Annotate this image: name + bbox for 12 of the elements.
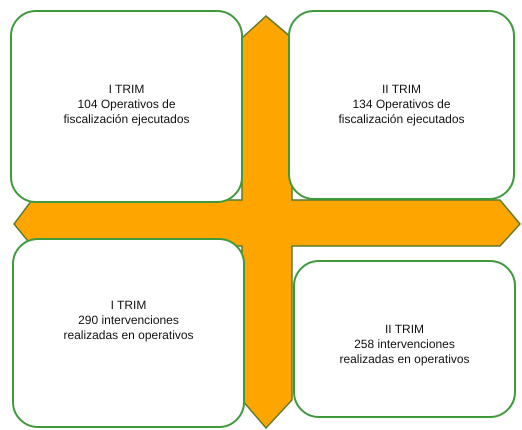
period-heading: I TRIM [108,82,146,97]
period-heading: I TRIM [110,298,148,313]
text-card [12,238,245,428]
period-heading: II TRIM [384,322,426,337]
result-text: 134 Operativos de fiscalización ejecutados [337,97,466,127]
result-text: 290 intervenciones realizadas en operativos [62,313,195,343]
result-text: 258 intervenciones realizadas en operativos [338,337,471,367]
period-heading: II TRIM [380,82,422,97]
text-card [288,10,515,200]
text-card [10,10,243,203]
text-card [293,260,516,418]
result-text: 104 Operativos de fiscalización ejecutados [62,97,191,127]
